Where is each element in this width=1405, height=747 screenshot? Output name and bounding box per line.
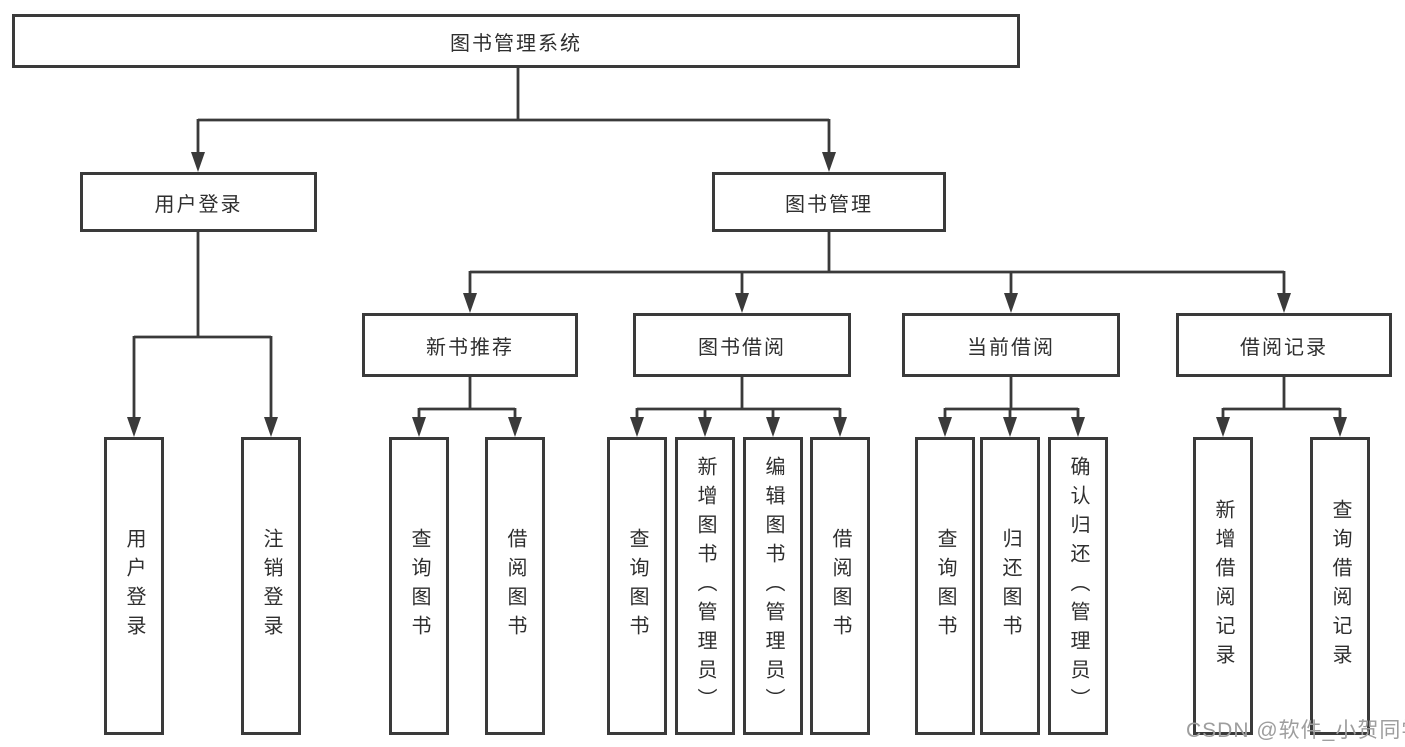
node-borrow-records-label: 借阅记录 xyxy=(1240,336,1328,359)
leaf-current-query-books-label: 查询图书 xyxy=(934,528,956,644)
node-root-label: 图书管理系统 xyxy=(450,32,582,55)
node-borrow-records: 借阅记录 xyxy=(1176,313,1392,377)
node-book-borrow: 图书借阅 xyxy=(633,313,851,377)
leaf-user-login-label: 用户登录 xyxy=(123,528,145,644)
leaf-edit-book-admin: 编辑图书（管理员） xyxy=(743,437,803,735)
leaf-borrow-query-books-label: 查询图书 xyxy=(626,528,648,644)
leaf-query-borrow-record-label: 查询借阅记录 xyxy=(1329,499,1351,673)
node-current-borrow-label: 当前借阅 xyxy=(967,336,1055,359)
leaf-current-query-books: 查询图书 xyxy=(915,437,975,735)
leaf-add-borrow-record: 新增借阅记录 xyxy=(1193,437,1253,735)
leaf-borrow-query-books: 查询图书 xyxy=(607,437,667,735)
leaf-return-books: 归还图书 xyxy=(980,437,1040,735)
leaf-confirm-return-admin-label: 确认归还（管理员） xyxy=(1067,455,1089,717)
leaf-query-borrow-record: 查询借阅记录 xyxy=(1310,437,1370,735)
leaf-newbook-query-books: 查询图书 xyxy=(389,437,449,735)
leaf-borrow-borrow-books: 借阅图书 xyxy=(810,437,870,735)
leaf-user-login: 用户登录 xyxy=(104,437,164,735)
leaf-return-books-label: 归还图书 xyxy=(999,528,1021,644)
node-book-management: 图书管理 xyxy=(712,172,946,232)
leaf-borrow-borrow-books-label: 借阅图书 xyxy=(829,528,851,644)
leaf-edit-book-admin-label: 编辑图书（管理员） xyxy=(762,455,784,717)
leaf-add-book-admin: 新增图书（管理员） xyxy=(675,437,735,735)
leaf-newbook-borrow-books: 借阅图书 xyxy=(485,437,545,735)
leaf-newbook-borrow-books-label: 借阅图书 xyxy=(504,528,526,644)
leaf-add-borrow-record-label: 新增借阅记录 xyxy=(1212,499,1234,673)
node-user-login: 用户登录 xyxy=(80,172,317,232)
node-current-borrow: 当前借阅 xyxy=(902,313,1120,377)
leaf-newbook-query-books-label: 查询图书 xyxy=(408,528,430,644)
node-new-book-recommend: 新书推荐 xyxy=(362,313,578,377)
node-book-borrow-label: 图书借阅 xyxy=(698,336,786,359)
leaf-logout: 注销登录 xyxy=(241,437,301,735)
node-book-management-label: 图书管理 xyxy=(785,193,873,216)
node-root-system: 图书管理系统 xyxy=(12,14,1020,68)
node-user-login-label: 用户登录 xyxy=(154,193,243,216)
leaf-add-book-admin-label: 新增图书（管理员） xyxy=(694,455,716,717)
leaf-logout-label: 注销登录 xyxy=(260,528,282,644)
leaf-confirm-return-admin: 确认归还（管理员） xyxy=(1048,437,1108,735)
arrowhead-icons xyxy=(127,152,1347,437)
csdn-watermark: CSDN @软件_小贺同学 xyxy=(1186,719,1405,742)
node-new-book-recommend-label: 新书推荐 xyxy=(426,336,514,359)
